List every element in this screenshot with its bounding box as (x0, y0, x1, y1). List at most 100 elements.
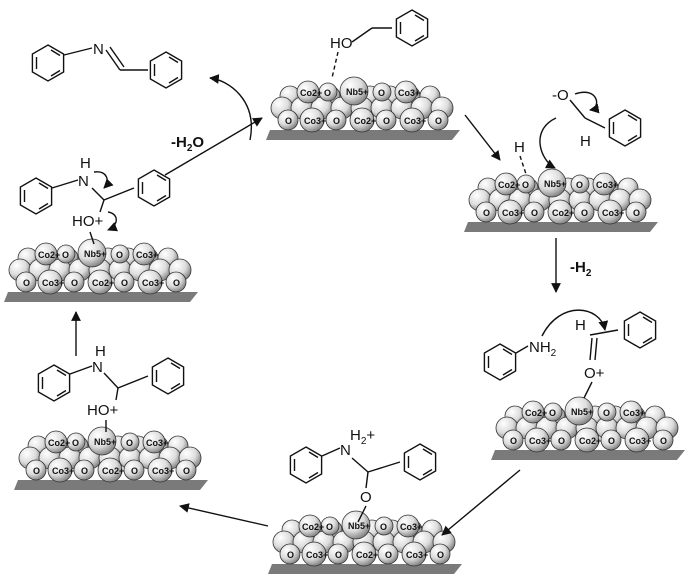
svg-text:O: O (378, 88, 385, 98)
svg-text:H2+: H2+ (350, 427, 375, 447)
catalyst-slab-bottom: Co2+ O Nb5+ O Co3+ O Co3+ O Co2+ O Co3+ … (267, 510, 463, 575)
svg-text:O: O (383, 116, 390, 126)
arrow-1 (464, 114, 501, 161)
svg-text:O: O (333, 116, 340, 126)
svg-text:Nb5+: Nb5+ (346, 87, 368, 97)
imine-product: N (31, 41, 183, 89)
svg-text:Co2+: Co2+ (354, 116, 376, 126)
svg-text:O: O (549, 408, 556, 418)
svg-text:N: N (93, 41, 104, 58)
alkoxide-intermediate: -O H H (514, 87, 642, 175)
svg-text:O: O (335, 550, 342, 560)
svg-text:Co2+: Co2+ (102, 466, 124, 476)
svg-text:Co3+: Co3+ (529, 436, 551, 446)
svg-text:Co3+: Co3+ (52, 466, 74, 476)
svg-text:Co2+: Co2+ (525, 408, 547, 418)
catalyst-slab-left-bottom: Co2+ O Nb5+ O Co3+ O Co3+ O Co2+ O Co3+ … (13, 426, 209, 491)
hemiaminal-o-bound: N H2+ O (289, 427, 437, 523)
svg-text:O: O (173, 278, 180, 288)
svg-text:-O: -O (552, 87, 569, 104)
svg-text:Co3+: Co3+ (623, 408, 645, 418)
svg-text:HO: HO (330, 35, 353, 52)
svg-text:Co3+: Co3+ (136, 250, 158, 260)
svg-text:HO+: HO+ (72, 213, 104, 230)
svg-text:N: N (92, 359, 103, 376)
svg-text:O: O (522, 180, 529, 190)
svg-text:Co3+: Co3+ (398, 88, 420, 98)
aniline-aldehyde: NH2 H O+ (483, 309, 657, 399)
svg-text:O: O (23, 278, 30, 288)
catalyst-slab-top: Co2+ O Nb5+ O Co3+ O Co3+ O Co2+ O Co3+ … (265, 76, 461, 141)
svg-text:H: H (514, 139, 525, 156)
svg-text:N: N (78, 173, 89, 190)
svg-text:O: O (326, 522, 333, 532)
svg-text:O: O (72, 438, 79, 448)
svg-text:O: O (62, 250, 69, 260)
arrow-3 (441, 469, 521, 536)
svg-text:Co3+: Co3+ (596, 180, 618, 190)
hemiaminal-protonated: N H HO+ (37, 343, 185, 432)
svg-text:O: O (81, 466, 88, 476)
svg-text:Co2+: Co2+ (498, 180, 520, 190)
svg-text:Nb5+: Nb5+ (544, 179, 566, 189)
svg-text:Co3+: Co3+ (602, 208, 624, 218)
h2-loss-label: -H2 (570, 259, 592, 279)
water-loss-label: -H2O (171, 134, 204, 154)
svg-text:O: O (633, 208, 640, 218)
svg-text:O: O (285, 116, 292, 126)
svg-text:Co3+: Co3+ (152, 466, 174, 476)
arrow-to-top (164, 117, 263, 176)
svg-text:Nb5+: Nb5+ (348, 521, 370, 531)
svg-text:O: O (660, 436, 667, 446)
catalyst-slab-right-top: Co2+ O Nb5+ O Co3+ O Co3+ O Co2+ O Co3+ … (463, 168, 659, 233)
svg-text:O: O (360, 489, 372, 506)
svg-text:Co3+: Co3+ (502, 208, 524, 218)
svg-text:Nb5+: Nb5+ (94, 437, 116, 447)
svg-text:O: O (483, 208, 490, 218)
svg-text:O: O (608, 436, 615, 446)
svg-text:Co2+: Co2+ (300, 88, 322, 98)
svg-text:Co2+: Co2+ (552, 208, 574, 218)
svg-text:NH2: NH2 (529, 339, 557, 359)
svg-text:Co3+: Co3+ (306, 550, 328, 560)
svg-text:O: O (121, 278, 128, 288)
svg-text:O: O (576, 180, 583, 190)
svg-text:HO+: HO+ (87, 402, 119, 419)
svg-text:Co2+: Co2+ (92, 278, 114, 288)
svg-text:H: H (575, 317, 586, 334)
svg-text:O: O (437, 550, 444, 560)
svg-text:H: H (580, 133, 591, 150)
svg-text:O: O (183, 466, 190, 476)
catalyst-slab-left-top: Co2+ O Nb5+ O Co3+ O Co3+ O Co2+ O Co3+ … (3, 238, 199, 303)
benzyl-alcohol-adsorbed: HO (330, 9, 429, 79)
catalyst-slab-right-bottom: Co2+ O Nb5+ O Co3+ O Co3+ O Co2+ O Co3+ … (490, 396, 685, 461)
svg-text:O: O (581, 208, 588, 218)
svg-text:O: O (287, 550, 294, 560)
arrow-release-imine (209, 74, 253, 141)
svg-text:Co3+: Co3+ (404, 116, 426, 126)
svg-text:O: O (126, 438, 133, 448)
svg-text:O: O (71, 278, 78, 288)
svg-text:Co3+: Co3+ (42, 278, 64, 288)
svg-text:Co2+: Co2+ (38, 250, 60, 260)
svg-text:O: O (385, 550, 392, 560)
arrow-4 (179, 503, 269, 527)
svg-text:H: H (80, 155, 91, 172)
svg-text:Co3+: Co3+ (146, 438, 168, 448)
svg-text:O+: O+ (584, 365, 605, 382)
svg-text:Co3+: Co3+ (142, 278, 164, 288)
svg-text:Co3+: Co3+ (629, 436, 651, 446)
svg-text:O: O (131, 466, 138, 476)
svg-text:N: N (340, 442, 351, 459)
svg-text:Co3+: Co3+ (406, 550, 428, 560)
svg-text:O: O (33, 466, 40, 476)
svg-text:Nb5+: Nb5+ (571, 407, 593, 417)
svg-text:O: O (380, 522, 387, 532)
svg-text:O: O (324, 88, 331, 98)
svg-text:O: O (558, 436, 565, 446)
svg-text:O: O (116, 250, 123, 260)
svg-text:Co3+: Co3+ (304, 116, 326, 126)
svg-text:Co2+: Co2+ (356, 550, 378, 560)
